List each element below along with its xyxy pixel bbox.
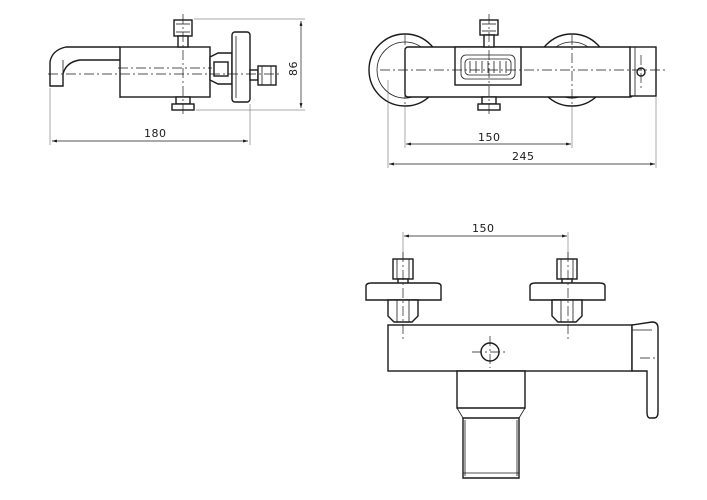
top-view: 150 245: [368, 14, 665, 168]
side-view: 180 86: [48, 14, 305, 145]
side-body: [119, 46, 211, 98]
dim-side-width: 180: [144, 127, 167, 140]
dim-top-total: 245: [512, 150, 535, 163]
side-spout: [49, 46, 120, 87]
front-body: [387, 324, 633, 372]
front-view: 150: [365, 222, 659, 479]
dim-side-height: 86: [287, 61, 300, 76]
dim-front-centers: 150: [472, 222, 495, 235]
dim-top-centers: 150: [478, 131, 501, 144]
front-handle: [631, 321, 659, 419]
front-spout: [456, 370, 526, 409]
